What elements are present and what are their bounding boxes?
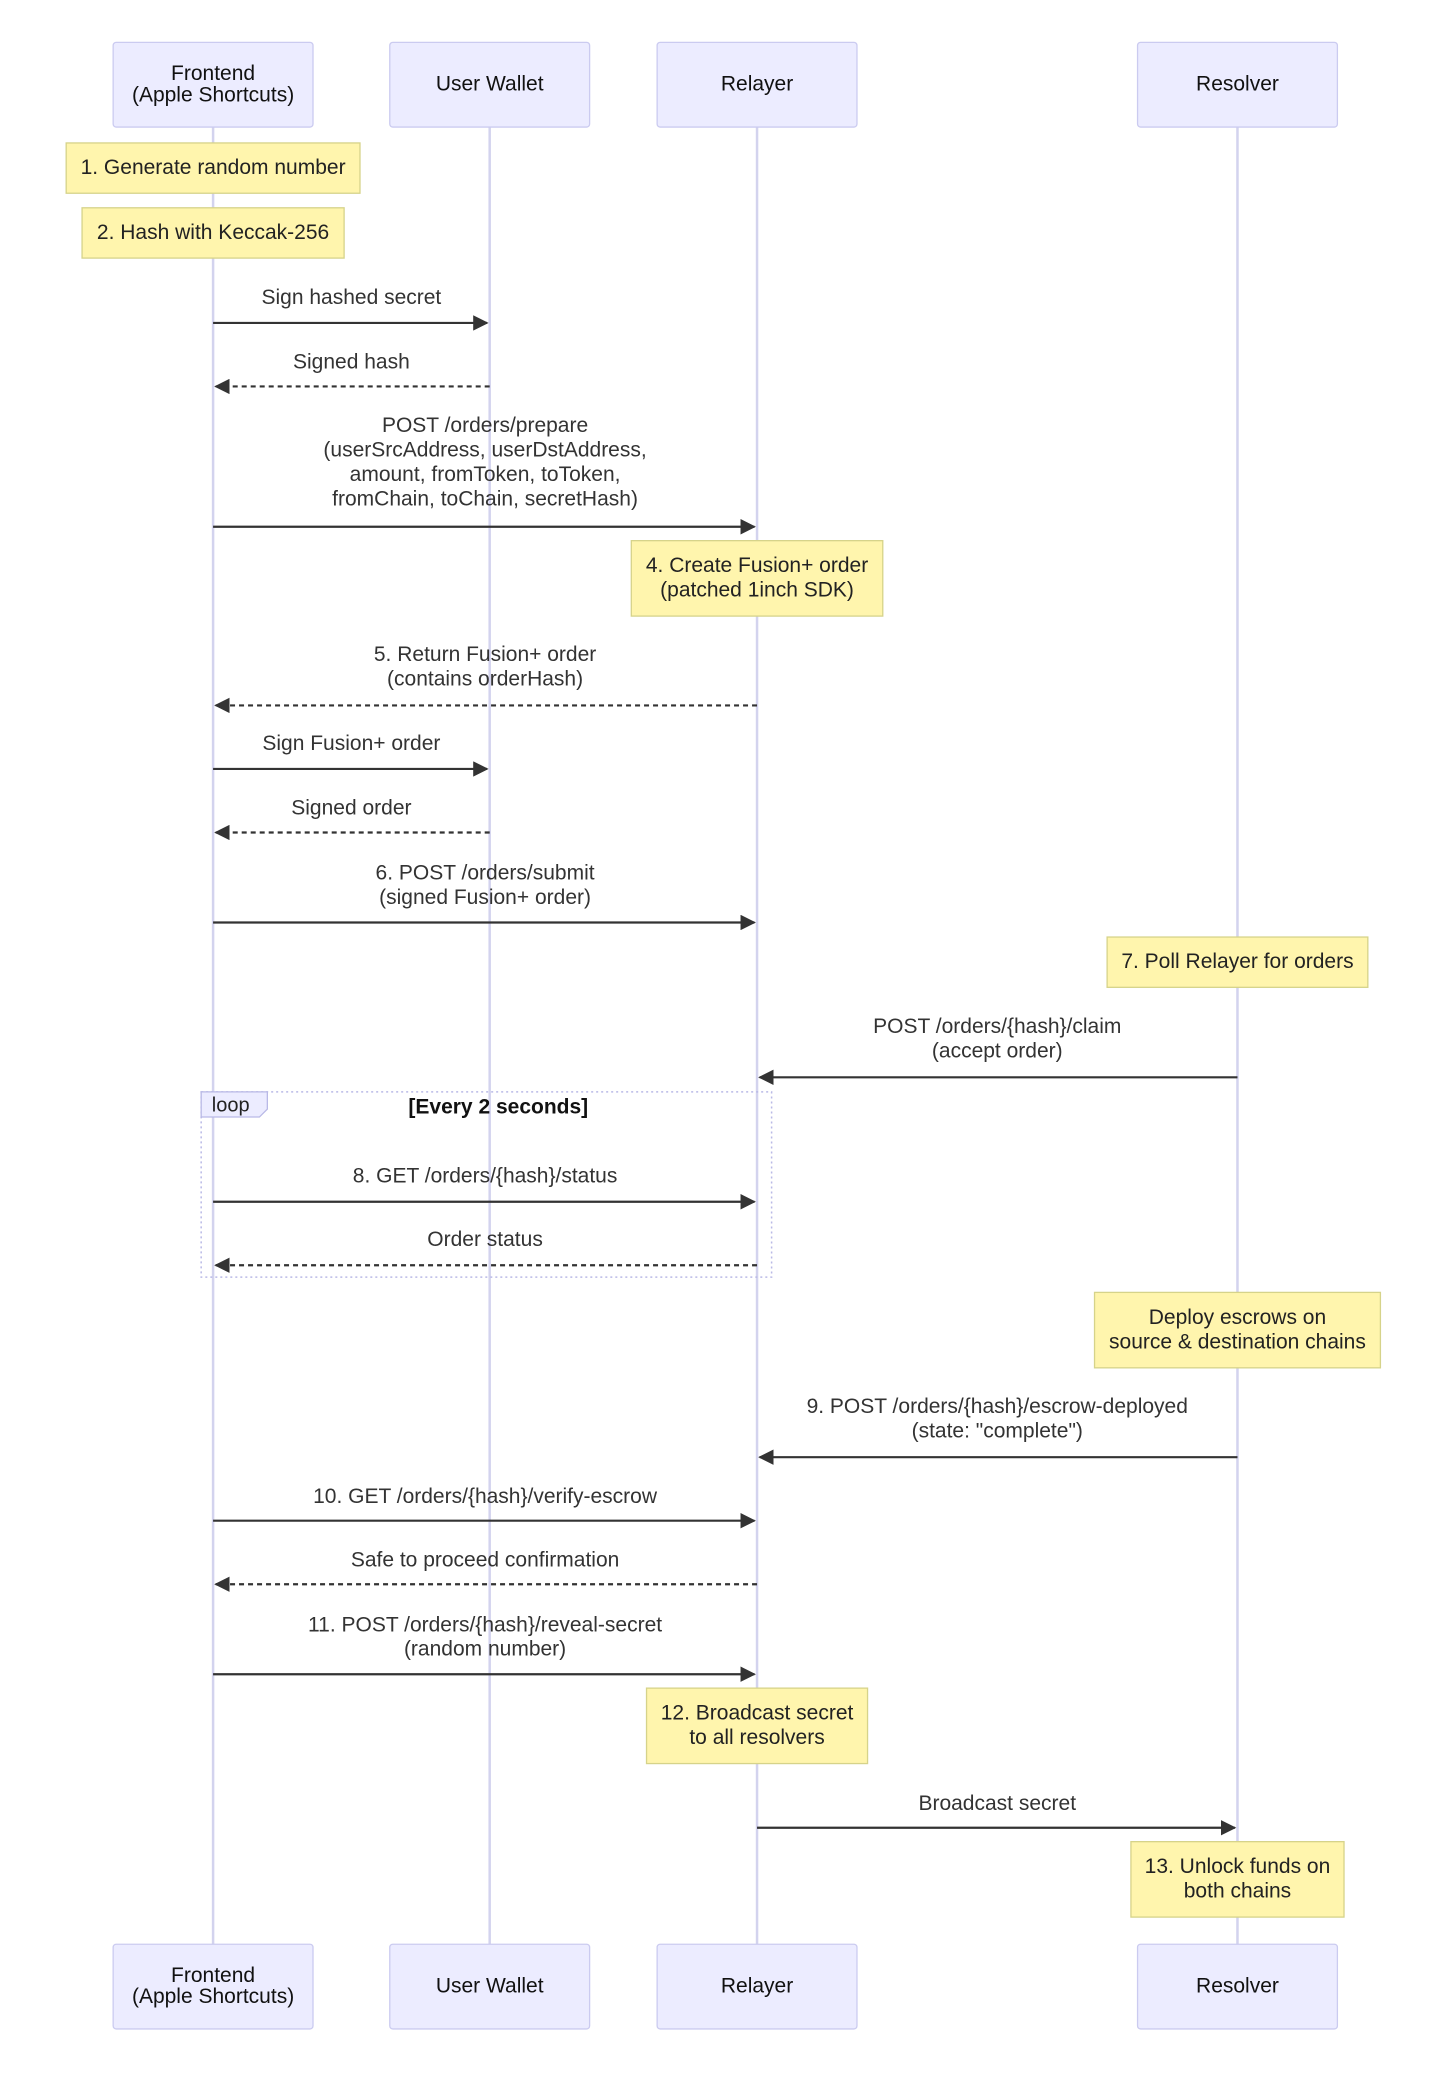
actors-bottom: Frontend(Apple Shortcuts) User Wallet Rela… — [112, 1943, 1339, 2030]
actor-box — [1136, 1943, 1339, 2030]
message-label: Broadcast secret — [918, 1791, 1076, 1814]
loop-tab — [200, 1091, 268, 1118]
note-text: 1. Generate random number — [81, 156, 346, 179]
message-16: 9. POST /orders/{hash}/escrow-deployed(s… — [758, 1394, 1238, 1465]
message-label: 8. GET /orders/{hash}/status — [353, 1164, 618, 1187]
loop-condition: [Every 2 seconds] — [408, 1095, 588, 1118]
note-text: 2. Hash with Keccak-256 — [97, 220, 329, 243]
actor-label: Frontend(Apple Shortcuts) — [132, 62, 294, 106]
message-label: Signed hash — [293, 350, 410, 373]
actor-label: Resolver — [1196, 72, 1279, 95]
actor-frontend-bottom: Frontend(Apple Shortcuts) — [112, 1943, 314, 2030]
actor-relayer-bottom: Relayer — [656, 1943, 858, 2030]
loop-border — [200, 1091, 773, 1278]
message-12: POST /orders/{hash}/claim(accept order) — [758, 1015, 1238, 1086]
message-5: POST /orders/prepare(userSrcAddress, use… — [213, 414, 756, 535]
note-box — [1093, 1291, 1382, 1369]
actor-wallet-bottom: User Wallet — [389, 1943, 591, 2030]
actor-resolver-bottom: Resolver — [1136, 1943, 1339, 2030]
message-label: 11. POST /orders/{hash}/reveal-secret(ra… — [308, 1613, 662, 1660]
message-label: Order status — [427, 1228, 543, 1251]
loop-frame: loop [Every 2 seconds] — [200, 1091, 773, 1278]
actor-label: Resolver — [1196, 1974, 1279, 1997]
message-label: Sign hashed secret — [261, 285, 441, 308]
message-label: 9. POST /orders/{hash}/escrow-deployed(s… — [807, 1394, 1188, 1441]
message-label: 10. GET /orders/{hash}/verify-escrow — [313, 1484, 658, 1507]
actor-box — [389, 1943, 591, 2030]
note-box — [630, 539, 884, 617]
message-17: 10. GET /orders/{hash}/verify-escrow — [213, 1484, 756, 1529]
note-11: 7. Poll Relayer for orders — [1106, 936, 1369, 988]
message-9: Signed order — [214, 796, 490, 841]
message-7: 5. Return Fusion+ order(contains orderHa… — [214, 643, 758, 714]
lifelines — [211, 127, 1239, 1945]
message-21: Broadcast secret — [757, 1791, 1237, 1836]
message-label: 6. POST /orders/submit(signed Fusion+ or… — [376, 861, 595, 908]
message-label: Sign Fusion+ order — [262, 731, 440, 754]
message-8: Sign Fusion+ order — [213, 731, 489, 777]
note-box — [1130, 1841, 1345, 1918]
note-text: 7. Poll Relayer for orders — [1121, 950, 1353, 973]
actor-label: User Wallet — [436, 1974, 544, 1997]
note-1: 1. Generate random number — [65, 142, 361, 194]
actor-box — [112, 1943, 314, 2030]
message-18: Safe to proceed confirmation — [214, 1548, 758, 1592]
actor-resolver-top: Resolver — [1136, 41, 1339, 128]
note-text: 4. Create Fusion+ order(patched 1inch SD… — [646, 554, 868, 601]
message-label: 5. Return Fusion+ order(contains orderHa… — [374, 643, 596, 690]
actor-box — [1136, 41, 1339, 128]
actors-top: Frontend(Apple Shortcuts) User Wallet Rela… — [112, 41, 1339, 128]
diagram-steps: 1. Generate random number 2. Hash with Ke… — [65, 142, 1382, 1918]
actor-frontend-top: Frontend(Apple Shortcuts) — [112, 41, 314, 128]
actor-box — [112, 41, 314, 128]
actor-box — [389, 41, 591, 128]
message-19: 11. POST /orders/{hash}/reveal-secret(ra… — [213, 1613, 756, 1682]
message-14: Order status — [214, 1228, 758, 1273]
actor-label: Relayer — [721, 1974, 793, 1997]
note-2: 2. Hash with Keccak-256 — [81, 207, 345, 259]
note-6: 4. Create Fusion+ order(patched 1inch SD… — [630, 539, 884, 617]
actor-relayer-top: Relayer — [656, 41, 858, 128]
message-10: 6. POST /orders/submit(signed Fusion+ or… — [213, 861, 756, 931]
message-label: Safe to proceed confirmation — [351, 1548, 620, 1571]
note-box — [65, 142, 361, 194]
loop-label: loop — [212, 1095, 250, 1117]
message-13: 8. GET /orders/{hash}/status — [213, 1164, 756, 1210]
actor-label: Frontend(Apple Shortcuts) — [132, 1964, 294, 2008]
note-box — [81, 207, 345, 259]
actor-box — [656, 1943, 858, 2030]
note-box — [1106, 936, 1369, 988]
actor-wallet-top: User Wallet — [389, 41, 591, 128]
message-4: Signed hash — [214, 350, 490, 395]
actor-label: User Wallet — [436, 72, 544, 95]
message-3: Sign hashed secret — [213, 285, 489, 331]
message-label: Signed order — [291, 796, 411, 819]
actor-label: Relayer — [721, 72, 793, 95]
actor-box — [656, 41, 858, 128]
message-label: POST /orders/prepare(userSrcAddress, use… — [323, 414, 646, 510]
message-label: POST /orders/{hash}/claim(accept order) — [873, 1015, 1121, 1062]
note-box — [645, 1687, 869, 1765]
